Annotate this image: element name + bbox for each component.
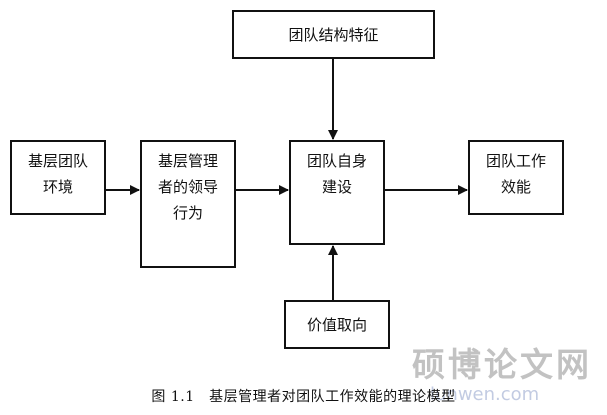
node-team-structure: 团队结构特征: [232, 10, 435, 59]
node-team-self-build: 团队自身 建设: [289, 140, 385, 245]
node-leader-behavior-line2: 者的领导: [157, 178, 218, 196]
node-team-self-build-line1: 团队自身: [306, 152, 367, 170]
node-team-effectiveness: 团队工作 效能: [468, 140, 564, 215]
node-value-orientation: 价值取向: [284, 300, 390, 349]
figure-caption: 图 1.1 基层管理者对团队工作效能的理论模型: [151, 389, 456, 405]
node-team-environment: 基层团队 环境: [10, 140, 106, 215]
node-leader-behavior-line3: 行为: [172, 204, 203, 222]
node-value-orientation-text: 价值取向: [306, 316, 367, 334]
node-team-self-build-line2: 建设: [321, 178, 352, 196]
node-team-environment-line2: 环境: [42, 178, 73, 196]
node-team-structure-text: 团队结构特征: [288, 26, 379, 44]
node-team-environment-line1: 基层团队: [27, 152, 88, 170]
node-leader-behavior: 基层管理 者的领导 行为: [140, 140, 236, 268]
watermark-url: lunwen.com: [430, 384, 540, 405]
node-leader-behavior-line1: 基层管理: [157, 152, 218, 170]
node-team-effectiveness-line1: 团队工作: [485, 152, 546, 170]
node-team-effectiveness-line2: 效能: [500, 178, 531, 196]
watermark-logo: 硕博论文网: [412, 345, 592, 384]
